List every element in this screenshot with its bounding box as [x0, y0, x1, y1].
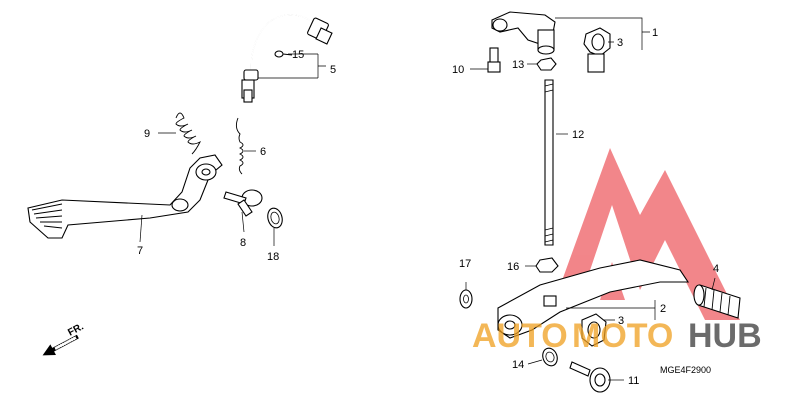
callout-17: 17: [459, 258, 471, 270]
callout-7: 7: [137, 245, 143, 257]
front-direction-indicator: FR.: [42, 321, 86, 356]
callout-10: 10: [452, 64, 464, 76]
watermark-part2: MOTO: [572, 317, 673, 355]
bolt-11: [569, 361, 611, 393]
shift-rod: [544, 79, 554, 246]
pivot-bolt: [223, 189, 263, 217]
diagram-code: MGE4F2900: [660, 365, 711, 375]
callout-15: 15: [292, 49, 304, 61]
pedal-left: [27, 154, 223, 239]
callout-13: 13: [512, 59, 524, 71]
callout-9: 9: [144, 128, 150, 140]
circlip-left: [267, 207, 283, 229]
nut-16: [535, 257, 559, 273]
callout-3-lower: 3: [618, 315, 624, 327]
callout-8: 8: [240, 237, 246, 249]
callout-6: 6: [260, 146, 266, 158]
callout-18: 18: [267, 251, 279, 263]
callout-4: 4: [713, 263, 719, 275]
washer-17: [459, 289, 473, 309]
callout-12: 12: [572, 129, 584, 141]
circlip-14: [542, 347, 558, 367]
callouts: 1 2 3 3 4 5 6 7 8 9 10 11 12 13 14 15 16…: [137, 27, 719, 387]
nut-13: [536, 57, 557, 71]
watermark-part1: AUTO: [472, 317, 568, 355]
ball-joint-lower: [581, 313, 607, 347]
front-arrow-icon: [42, 334, 79, 356]
callout-16: 16: [507, 261, 519, 273]
shift-arm-upper: [491, 11, 556, 55]
watermark-text: AUTO MOTO HUB: [472, 317, 762, 355]
leader-lines: [139, 17, 716, 381]
callout-3-upper: 3: [617, 37, 623, 49]
callout-2: 2: [660, 303, 666, 315]
ball-joint-upper: [583, 27, 611, 73]
watermark-part3: HUB: [688, 317, 762, 355]
callout-5: 5: [330, 64, 336, 76]
pedal-rubber: [693, 284, 741, 319]
callout-11: 11: [628, 375, 639, 387]
pedal-right: [497, 259, 690, 339]
front-direction-label: FR.: [66, 321, 86, 338]
bolt-10: [487, 47, 501, 73]
callout-1: 1: [652, 27, 658, 39]
stop-switch-assembly: [241, 14, 333, 103]
switch-spring: [235, 117, 244, 175]
return-spring: [175, 112, 202, 155]
callout-14: 14: [512, 359, 524, 371]
